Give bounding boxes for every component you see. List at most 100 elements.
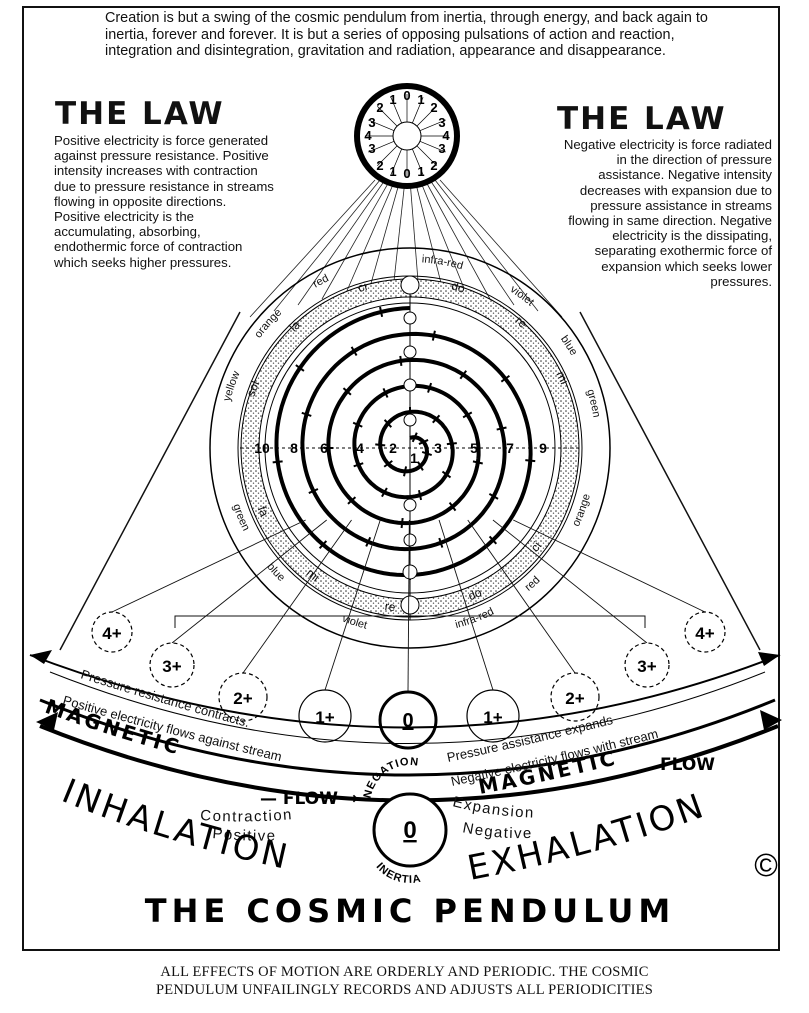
drop-line xyxy=(467,519,576,674)
drop-line xyxy=(513,519,706,613)
ray xyxy=(429,179,515,306)
spiral-tick xyxy=(448,501,457,512)
spiral-number: 8 xyxy=(290,440,298,456)
spiral-tick xyxy=(421,451,432,456)
spiral-tick xyxy=(432,414,441,424)
spiral-tick xyxy=(365,536,372,547)
spectrum-label: orange xyxy=(570,493,593,529)
clock-number: 1 xyxy=(417,164,424,179)
pendulum-position-circle xyxy=(91,611,133,653)
clock-number: 1 xyxy=(417,92,424,107)
spiral-tick xyxy=(350,346,358,356)
svg-text:green: green xyxy=(584,388,602,419)
pendulum-position-label: 3+ xyxy=(637,657,656,676)
spiral-tick xyxy=(382,387,389,398)
ray xyxy=(393,179,406,282)
contraction-label: Contraction xyxy=(200,806,294,825)
spiral-number: 5 xyxy=(470,440,478,456)
svg-text:do: do xyxy=(466,585,484,603)
spiral-tick xyxy=(459,370,468,380)
pendulum-position-circle xyxy=(684,611,726,653)
svg-text:ci: ci xyxy=(356,279,368,295)
note-label: sol xyxy=(244,379,263,399)
spiral-number: 10 xyxy=(254,440,270,456)
spiral-tick xyxy=(525,459,536,463)
spiral-tick xyxy=(462,411,473,419)
spiral-tick xyxy=(438,537,444,548)
spectrum-label: red xyxy=(311,272,331,290)
drop-line xyxy=(171,519,327,644)
spiral-tick xyxy=(318,540,328,550)
spiral-tick xyxy=(353,462,364,468)
spiral-number: 2 xyxy=(389,440,397,456)
spiral-tick xyxy=(399,355,403,366)
note-label: re xyxy=(384,599,397,614)
drop-line xyxy=(407,519,410,693)
note-label: do xyxy=(450,279,467,296)
ray xyxy=(419,179,467,294)
spiral-tick xyxy=(496,426,507,431)
pendulum-position-label: 1+ xyxy=(483,708,502,727)
clock-number: 2 xyxy=(430,158,437,173)
ray xyxy=(414,179,443,288)
svg-text:0: 0 xyxy=(403,817,416,844)
law-left-title: THE LAW xyxy=(55,96,225,132)
ray xyxy=(439,179,563,318)
pendulum-position-circle xyxy=(378,690,438,750)
copyright-mark: © xyxy=(754,847,778,883)
spiral-tick xyxy=(488,492,499,500)
drop-line xyxy=(324,519,381,691)
spiral-tick xyxy=(272,460,283,464)
drop-line xyxy=(438,519,494,691)
spiral-number: 3 xyxy=(434,440,442,456)
clock-number: 3 xyxy=(368,115,375,130)
clock-number: 0 xyxy=(403,166,410,181)
clock-number: 4 xyxy=(364,128,372,143)
flow-left: — FLOW → xyxy=(260,789,358,809)
spectrum-label: red xyxy=(523,574,543,593)
ray xyxy=(424,179,491,300)
spiral-tick xyxy=(411,432,418,443)
pendulum-position-label: 3+ xyxy=(162,657,181,676)
law-left-text: Positive electricity is force generated … xyxy=(54,133,274,270)
spiral-tick xyxy=(441,470,452,479)
spectrum-label: green xyxy=(584,388,602,419)
flow-right: FLOW xyxy=(660,755,715,775)
main-title: THE COSMIC PENDULUM xyxy=(145,892,675,930)
law-right-text: Negative electricity is force radiated i… xyxy=(563,137,772,289)
pendulum-position-label: 0 xyxy=(402,710,413,732)
clock-number: 1 xyxy=(389,92,396,107)
spiral-tick xyxy=(500,374,511,383)
spiral-tick xyxy=(431,330,436,341)
spiral-tick xyxy=(352,421,363,428)
pendulum-position-circle xyxy=(624,642,670,688)
axis-bead xyxy=(400,275,420,295)
spiral-tick xyxy=(446,442,457,446)
pendulum-position-label: 2+ xyxy=(233,689,252,708)
ray xyxy=(273,179,381,312)
spiral-number: 1 xyxy=(410,450,418,466)
clock-number: 0 xyxy=(403,88,410,103)
svg-text:re: re xyxy=(384,599,397,614)
spiral-tick xyxy=(347,496,357,505)
axis-bead xyxy=(403,345,417,359)
ray xyxy=(249,179,376,318)
spiral-tick xyxy=(417,489,423,501)
clock-number: 2 xyxy=(376,158,383,173)
axis-bead xyxy=(403,498,417,512)
spiral-number: 4 xyxy=(356,440,364,456)
spiral-tick xyxy=(418,439,429,445)
spiral-tick xyxy=(379,306,384,318)
axis-bead xyxy=(403,311,417,325)
ray xyxy=(409,179,419,282)
note-label: ci xyxy=(356,279,368,295)
spiral-tick xyxy=(381,487,388,498)
caption-line-2: PENDULUM UNFAILINGLY RECORDS AND ADJUSTS… xyxy=(156,982,653,998)
axis-bead xyxy=(402,564,418,580)
svg-text:red: red xyxy=(523,574,543,593)
arc-arrowheads xyxy=(30,650,782,730)
axis-bead xyxy=(403,378,417,392)
